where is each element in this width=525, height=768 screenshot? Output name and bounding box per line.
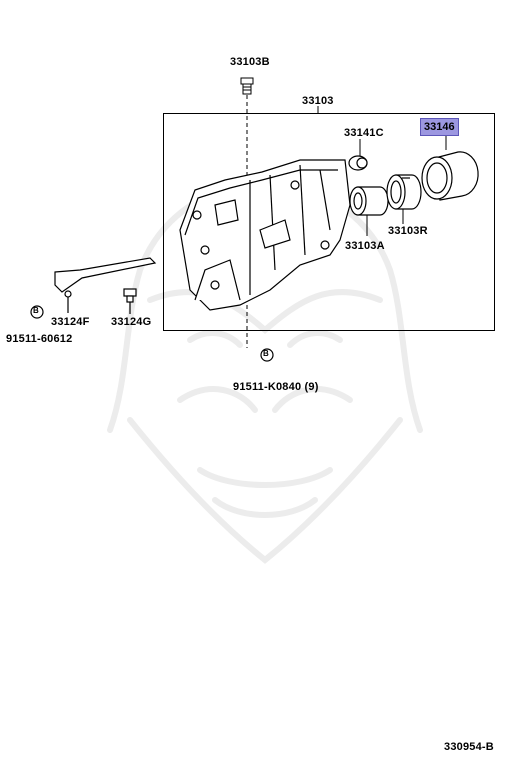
label-91511-K0840[interactable]: 91511-K0840 (9): [233, 381, 319, 393]
lever-33124F-icon: [54, 257, 157, 313]
label-33103A[interactable]: 33103A: [345, 240, 385, 252]
seal-33141C-icon: [348, 155, 368, 171]
label-33124G[interactable]: 33124G: [111, 316, 152, 328]
bolt-K0840-icon: [260, 348, 274, 362]
label-33103B[interactable]: 33103B: [230, 56, 270, 68]
bolt-symbol-60612: B: [33, 306, 39, 315]
label-33103R[interactable]: 33103R: [388, 225, 428, 237]
bolt-60612-icon: [30, 305, 44, 319]
label-33124F[interactable]: 33124F: [51, 316, 90, 328]
plug-33103B-icon: [240, 77, 254, 95]
clip-33124G-icon: [123, 288, 137, 314]
transfer-case-icon: [179, 159, 351, 311]
diagram-code: 330954-B: [444, 741, 494, 753]
bushing-33103A-icon: [349, 186, 389, 216]
label-91511-60612[interactable]: 91511-60612: [6, 333, 73, 345]
bushing-33103R-icon: [386, 174, 422, 210]
assembly-frame: [163, 113, 495, 331]
label-33141C[interactable]: 33141C: [344, 127, 384, 139]
bolt-symbol-K0840: B: [263, 349, 269, 358]
ring-33146-icon: [421, 151, 479, 201]
label-33103[interactable]: 33103: [302, 95, 334, 107]
label-33146-highlighted[interactable]: 33146: [420, 118, 459, 136]
